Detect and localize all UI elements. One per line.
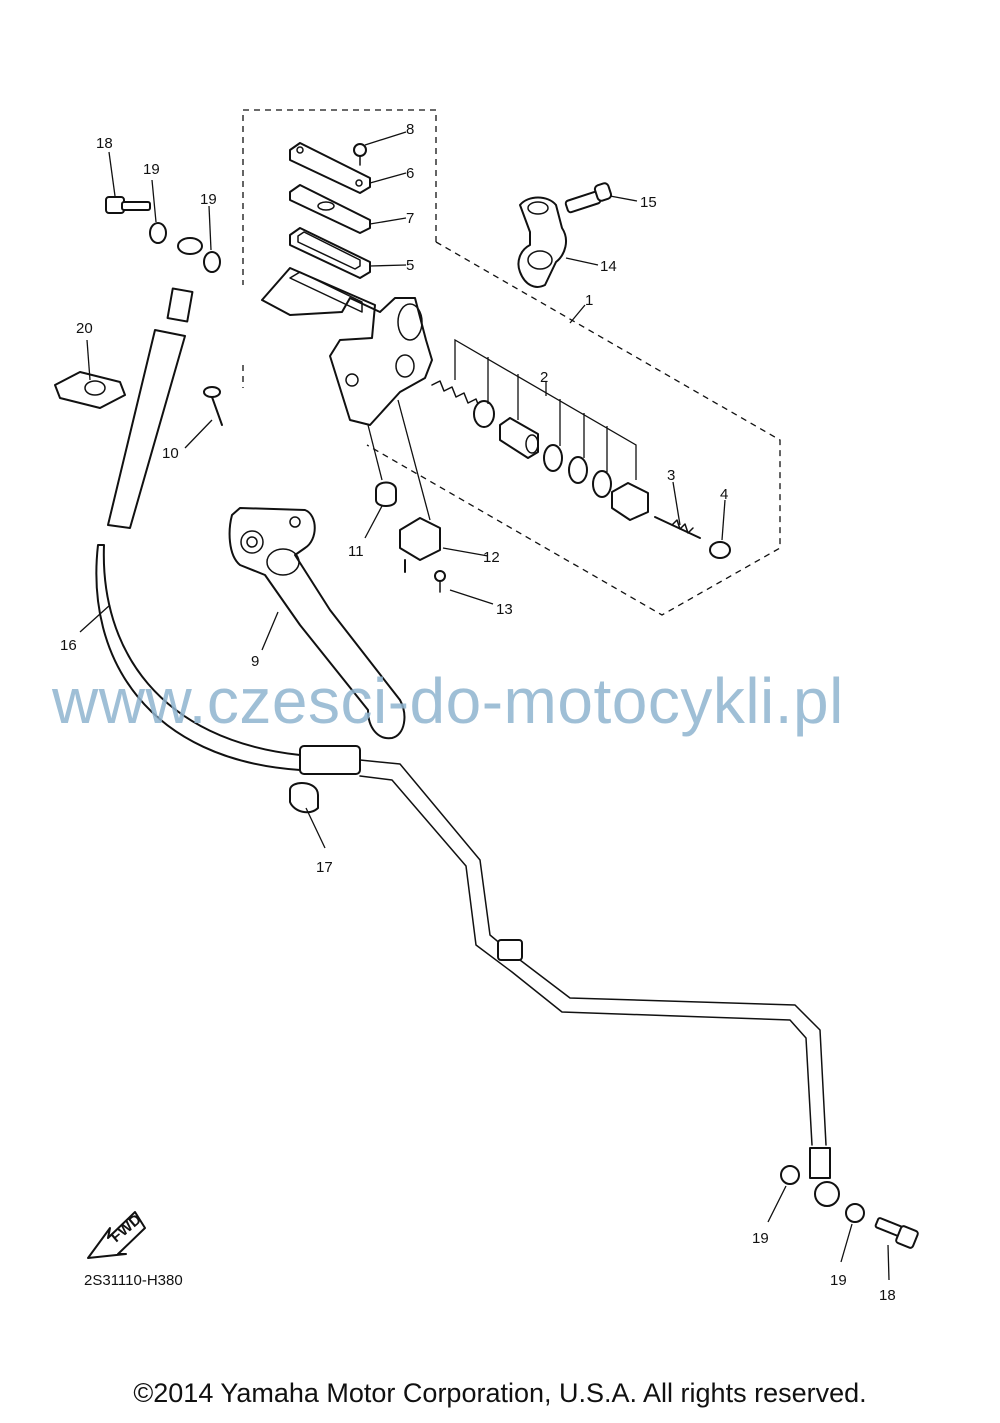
callout-19-top-a: 19: [143, 161, 160, 178]
master-cylinder-body: [261, 267, 433, 426]
callout-3: 3: [667, 467, 675, 484]
callout-11: 11: [348, 543, 364, 560]
copper-washer-top-a: [149, 222, 167, 244]
callout-20: 20: [76, 320, 93, 337]
circlip: [592, 470, 612, 498]
clamp-bolt: [564, 182, 613, 214]
callout-10: 10: [162, 445, 179, 462]
callout-17: 17: [316, 859, 333, 876]
brake-pipe: [359, 759, 840, 1207]
piston: [499, 417, 539, 459]
diaphragm-holder: [289, 184, 371, 234]
callout-4: 4: [720, 486, 728, 503]
callout-5: 5: [406, 257, 414, 274]
pivot-bolt: [203, 386, 223, 426]
callout-19-top-b: 19: [200, 191, 217, 208]
leader-lines: [79, 131, 890, 1281]
diagram-code: 2S31110-H380: [84, 1272, 183, 1289]
callout-15: 15: [640, 194, 657, 211]
dust-boot: [611, 482, 649, 521]
copper-washer-top-b: [203, 251, 221, 273]
push-rod: [654, 516, 701, 539]
callout-13: 13: [496, 601, 513, 618]
callout-2: 2: [540, 369, 548, 386]
union-bolt-bottom: [874, 1217, 919, 1249]
hose-clip: [289, 782, 319, 814]
cup-seal: [473, 400, 495, 428]
callout-1: 1: [585, 292, 593, 309]
callout-6: 6: [406, 165, 414, 182]
callout-16: 16: [60, 637, 77, 654]
union-bolt-top: [105, 196, 151, 214]
brake-lever: [228, 507, 406, 740]
callout-12: 12: [483, 549, 500, 566]
washer: [568, 456, 588, 484]
nut-cap: [709, 541, 731, 559]
callout-19-bottom-b: 19: [830, 1272, 847, 1289]
brake-hose: [95, 237, 361, 775]
callout-14: 14: [600, 258, 617, 275]
watermark: www.czesci-do-motocykli.pl: [52, 665, 844, 737]
hose-holder: [54, 371, 126, 409]
grommet: [375, 481, 397, 507]
callout-18-bottom: 18: [879, 1287, 896, 1304]
diaphragm: [289, 227, 371, 279]
cap-screw: [353, 143, 367, 166]
reservoir-cap: [289, 142, 371, 194]
copper-washer-bottom-a: [780, 1165, 800, 1185]
callout-9: 9: [251, 653, 259, 670]
fwd-arrow-icon: FWD: [87, 1211, 146, 1259]
holder-clamp: [517, 196, 567, 288]
callout-7: 7: [406, 210, 414, 227]
copper-washer-bottom-b: [845, 1203, 865, 1223]
switch-screw: [434, 570, 446, 593]
piston-seal: [543, 444, 563, 472]
brake-switch: [399, 517, 441, 573]
reservoir-dashed-box: [242, 109, 781, 616]
copyright-notice: ©2014 Yamaha Motor Corporation, U.S.A. A…: [133, 1378, 867, 1408]
callout-19-bottom-a: 19: [752, 1230, 769, 1247]
callout-8: 8: [406, 121, 414, 138]
callout-18-top: 18: [96, 135, 113, 152]
